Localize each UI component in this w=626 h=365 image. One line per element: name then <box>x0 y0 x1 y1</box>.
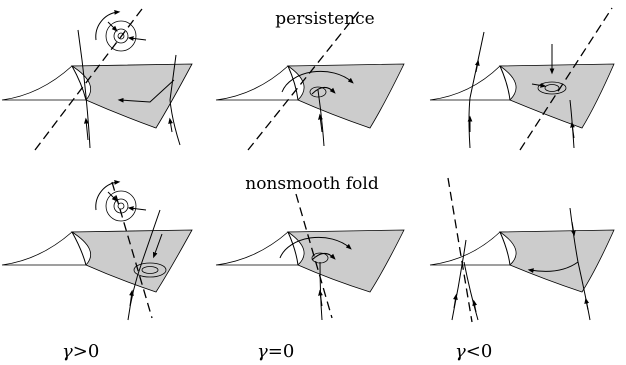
panel-fold-gamma-positive <box>1 180 193 321</box>
col-label-gamma-positive: γ>0 <box>62 341 99 362</box>
focus-orbit-outer <box>537 81 567 95</box>
col-label-gamma-negative: γ<0 <box>455 341 492 362</box>
panel-fold-gamma-zero <box>215 193 405 321</box>
row-title-persistence: persistence <box>275 9 374 29</box>
sliding-vector-line <box>519 7 613 151</box>
panel-persistence-gamma-negative <box>429 7 615 151</box>
panel-fold-gamma-negative <box>429 177 615 323</box>
focus-orbit-inner <box>113 28 129 44</box>
sliding-vector-line <box>34 4 146 151</box>
panel-persistence-gamma-positive <box>1 4 193 151</box>
focus-orbit-outer <box>105 20 137 52</box>
switching-surface-right <box>70 63 193 129</box>
row-title-nonsmooth-fold: nonsmooth fold <box>245 174 379 194</box>
panel-persistence-gamma-zero <box>215 9 405 151</box>
col-label-gamma-zero: γ=0 <box>257 341 294 362</box>
